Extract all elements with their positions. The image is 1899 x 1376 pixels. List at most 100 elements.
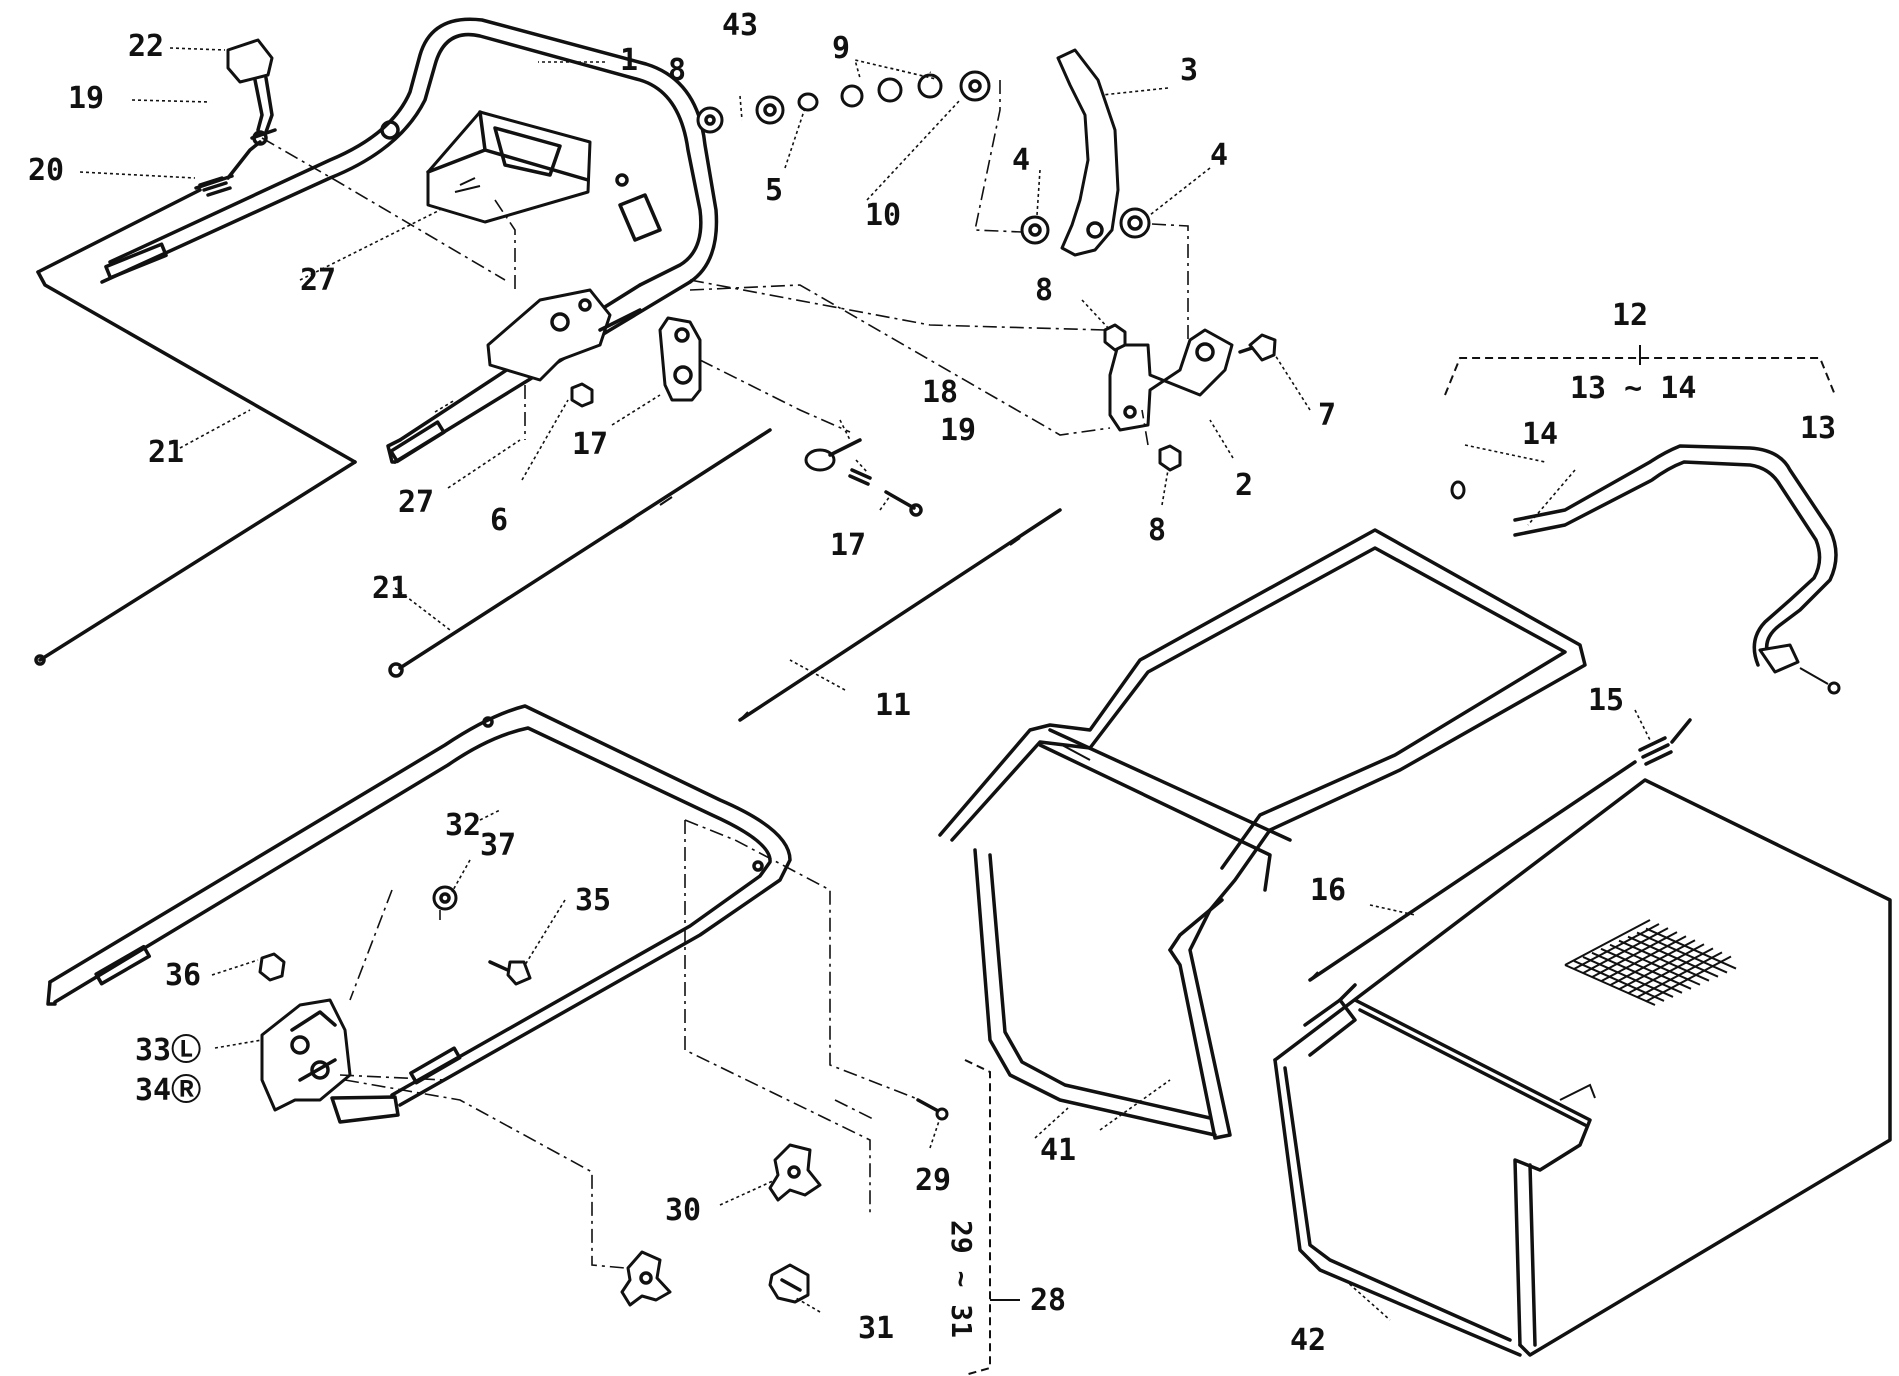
label-2: 2 xyxy=(1235,468,1253,503)
brake-cable-spring xyxy=(194,140,262,197)
control-cable-25 xyxy=(34,188,357,666)
label-17-real: 17 xyxy=(572,427,608,462)
washer-37 xyxy=(432,885,458,911)
leader-lines xyxy=(79,47,1651,1321)
grass-bag-mesh xyxy=(1564,919,1737,1006)
label-32: 32 xyxy=(445,808,481,843)
label-10: 10 xyxy=(865,198,901,233)
bracket-2 xyxy=(1108,328,1234,432)
part-labels: 18 19 20 1 43 8 9 5 10 3 4 4 27 8 12 13 … xyxy=(28,8,1696,1358)
mesh-line xyxy=(1564,919,1651,966)
label-26: 27 xyxy=(300,263,336,298)
mesh-line xyxy=(1618,943,1705,991)
label-33: 33Ⓛ xyxy=(135,1033,201,1068)
label-28-real: 28 xyxy=(1030,1283,1066,1318)
label-5: 5 xyxy=(765,173,783,208)
mesh-line xyxy=(1609,943,1701,986)
mesh-line xyxy=(1636,951,1723,999)
nut-36 xyxy=(258,952,286,982)
mesh-line xyxy=(1645,927,1737,970)
group-bracket-28 xyxy=(964,1059,1020,1376)
clip-31 xyxy=(768,1263,810,1304)
mesh-line xyxy=(1600,947,1692,990)
label-29: 29 xyxy=(915,1163,951,1198)
mesh-line xyxy=(1645,955,1732,1003)
throttle-cable-21 xyxy=(388,428,772,678)
label-12: 12 xyxy=(1612,298,1648,333)
label-20: 17 xyxy=(830,528,866,563)
label-43: 43 xyxy=(722,8,758,43)
label-30: 30 xyxy=(665,1193,701,1228)
grass-bag-42 xyxy=(1273,778,1892,1357)
label-27-real: 27 xyxy=(398,485,434,520)
bolt-7 xyxy=(1238,333,1277,362)
spring-15 xyxy=(1638,718,1692,766)
height-lever-3 xyxy=(1056,48,1120,257)
label-21-real: 21 xyxy=(372,571,408,606)
handle-bracket-33-34 xyxy=(260,998,352,1112)
bolt-35 xyxy=(488,960,532,986)
nut-6 xyxy=(570,382,594,408)
label-7: 7 xyxy=(1318,398,1336,433)
mesh-line xyxy=(1627,935,1719,978)
bolt-29 xyxy=(916,1098,949,1121)
grass-bag-frame-41 xyxy=(938,528,1587,1140)
label-13-real: 13 xyxy=(1800,411,1836,446)
label-8-low: 8 xyxy=(1148,513,1166,548)
label-8-mid: 8 xyxy=(1035,273,1053,308)
label-16-real: 16 xyxy=(1310,873,1346,908)
label-36: 36 xyxy=(165,958,201,993)
label-9: 9 xyxy=(832,31,850,66)
label-3: 3 xyxy=(1180,53,1198,88)
label-14-real: 14 xyxy=(1522,417,1558,452)
throttle-lever xyxy=(658,316,702,402)
label-37: 37 xyxy=(480,828,516,863)
label-13-14: 13 ~ 14 xyxy=(1570,371,1696,406)
group-bracket-12 xyxy=(1444,345,1836,396)
mesh-line xyxy=(1609,939,1696,987)
throttle-bracket xyxy=(486,288,642,382)
bolt-20 xyxy=(884,490,923,517)
label-4-right: 4 xyxy=(1210,138,1228,173)
label-29-31: 29 ~ 31 xyxy=(945,1220,978,1338)
label-18-real: 18 xyxy=(922,375,958,410)
mesh-line xyxy=(1618,939,1710,982)
label-4-left: 4 xyxy=(1012,143,1030,178)
label-19-real: 19 xyxy=(940,413,976,448)
label-8-top: 8 xyxy=(668,53,686,88)
label-25: 21 xyxy=(148,435,184,470)
upper-handle xyxy=(100,17,719,464)
label-24: 20 xyxy=(28,153,64,188)
label-35: 35 xyxy=(575,883,611,918)
label-23: 19 xyxy=(68,81,104,116)
nut-8-mid xyxy=(1103,323,1127,352)
washers-4 xyxy=(1020,207,1151,245)
assembly-lines xyxy=(261,80,1189,1269)
grass-bag-handle-13 xyxy=(1513,444,1841,695)
mesh-line xyxy=(1591,951,1683,994)
label-42: 42 xyxy=(1290,1323,1326,1358)
cable-11 xyxy=(738,508,1062,722)
label-31: 31 xyxy=(858,1311,894,1346)
hardware-row xyxy=(696,70,991,134)
spring-19 xyxy=(848,468,872,486)
label-1: 1 xyxy=(620,43,638,78)
cap-14 xyxy=(1450,480,1466,500)
knob-30-lower xyxy=(620,1250,672,1307)
label-6: 6 xyxy=(490,503,508,538)
blade-brake-lever xyxy=(226,38,277,146)
label-15-real: 15 xyxy=(1588,683,1624,718)
label-34: 34Ⓡ xyxy=(135,1073,201,1108)
rod-16 xyxy=(1308,760,1637,982)
label-11: 11 xyxy=(875,688,911,723)
control-box xyxy=(426,110,592,224)
nut-8-low xyxy=(1158,444,1182,472)
mesh-line xyxy=(1627,947,1714,995)
knob-30-upper xyxy=(768,1143,822,1202)
label-41: 41 xyxy=(1040,1133,1076,1168)
lever-pin-18 xyxy=(804,438,862,472)
label-22-real: 22 xyxy=(128,29,164,64)
mesh-line xyxy=(1582,955,1674,998)
